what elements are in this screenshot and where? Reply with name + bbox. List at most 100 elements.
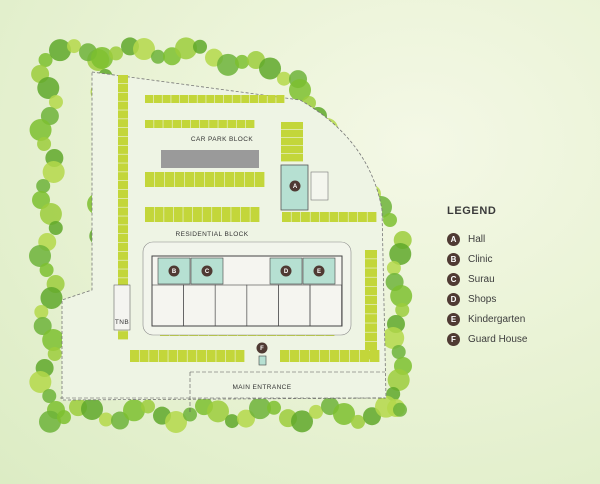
marker-f[interactable]: F: [256, 342, 268, 354]
parking-bay: [291, 212, 301, 222]
svg-text:C: C: [205, 269, 210, 275]
parking-bay: [118, 92, 128, 101]
parking-bay: [225, 172, 235, 187]
parking-bay: [310, 212, 320, 222]
parking-bay: [218, 120, 227, 128]
tnb-label: TNB: [115, 319, 129, 326]
marker-e[interactable]: E: [313, 265, 325, 277]
legend-label: Kindergarten: [468, 313, 526, 325]
tree-icon: [48, 221, 63, 235]
parking-bay: [348, 212, 358, 222]
marker-a[interactable]: A: [289, 180, 301, 192]
legend-badge: B: [447, 252, 460, 266]
parking-bay: [267, 95, 276, 103]
parking-bay: [197, 350, 207, 362]
parking-bay: [118, 331, 128, 340]
tree-icon: [123, 399, 145, 422]
legend-label: Shops: [468, 293, 497, 305]
parking-bay: [155, 172, 165, 187]
svg-text:D: D: [284, 269, 289, 275]
parking-bay: [149, 350, 159, 362]
legend-badge: C: [447, 272, 460, 286]
parking-bay: [241, 95, 250, 103]
tree-icon: [387, 369, 410, 391]
svg-text:A: A: [293, 184, 298, 190]
parking-bay: [118, 154, 128, 163]
parking-bay: [282, 212, 291, 222]
parking-bay: [139, 350, 149, 362]
legend-label: Guard House: [468, 333, 528, 345]
parking-bay: [118, 234, 128, 243]
tree-icon: [389, 243, 412, 265]
parking-bay: [154, 207, 164, 222]
parking-bay: [185, 172, 195, 187]
parking-bay: [130, 350, 139, 362]
parking-bay: [365, 259, 377, 268]
residential-unit: [309, 284, 342, 327]
parking-bay: [365, 295, 377, 305]
tree-icon: [42, 161, 65, 183]
tree-icon: [225, 414, 239, 429]
parking-bay: [365, 286, 377, 296]
parking-bay: [171, 95, 180, 103]
marker-b[interactable]: B: [168, 265, 180, 277]
tennis-court: [310, 171, 329, 201]
parking-bay: [281, 154, 303, 162]
tnb-substation: [113, 284, 131, 331]
tree-icon: [375, 395, 397, 418]
parking-bay: [164, 207, 174, 222]
tree-icon: [267, 400, 281, 415]
parking-bay: [163, 120, 172, 128]
tree-icon: [67, 39, 81, 54]
parking-bay: [118, 145, 128, 154]
tree-icon: [57, 410, 71, 425]
car-park-deck: [161, 150, 259, 168]
parking-bay: [118, 136, 128, 146]
tree-icon: [391, 345, 406, 359]
parking-bay: [258, 95, 267, 103]
tree-icon: [40, 287, 63, 309]
tree-icon: [38, 53, 53, 67]
marker-d[interactable]: D: [280, 265, 292, 277]
tree-icon: [37, 77, 60, 99]
parking-bay: [365, 250, 377, 259]
legend-title: LEGEND: [447, 205, 497, 217]
tree-icon: [47, 347, 62, 361]
parking-bay: [195, 172, 205, 187]
parking-bay: [281, 130, 303, 138]
parking-bay: [175, 172, 185, 187]
parking-bay: [301, 212, 310, 222]
tree-icon: [259, 57, 281, 80]
parking-bay: [250, 95, 259, 103]
parking-bay: [145, 207, 154, 222]
parking-bay: [165, 172, 175, 187]
parking-bay: [180, 95, 189, 103]
parking-bay: [358, 212, 367, 222]
parking-bay: [118, 101, 128, 110]
tree-icon: [386, 261, 401, 275]
tree-icon: [91, 46, 113, 69]
parking-bay: [365, 277, 377, 287]
parking-bay: [232, 95, 241, 103]
parking-bay: [192, 207, 202, 222]
parking-bay: [206, 95, 215, 103]
tree-icon: [111, 411, 129, 430]
tree-icon: [109, 46, 123, 61]
marker-c[interactable]: C: [201, 265, 213, 277]
parking-bay: [153, 95, 162, 103]
tree-icon: [193, 39, 207, 54]
parking-bay: [181, 120, 191, 128]
tree-icon: [235, 54, 249, 69]
residential-block-label: RESIDENTIAL BLOCK: [175, 231, 248, 238]
tree-icon: [277, 71, 291, 86]
legend-label: Clinic: [468, 253, 493, 265]
parking-bay: [162, 95, 171, 103]
entrance-road: [60, 371, 385, 412]
parking-bay: [209, 120, 218, 128]
parking-bay: [118, 163, 128, 172]
parking-bay: [118, 75, 128, 84]
parking-bay: [118, 242, 128, 252]
guard-house: [258, 355, 267, 366]
tree-icon: [81, 397, 103, 420]
